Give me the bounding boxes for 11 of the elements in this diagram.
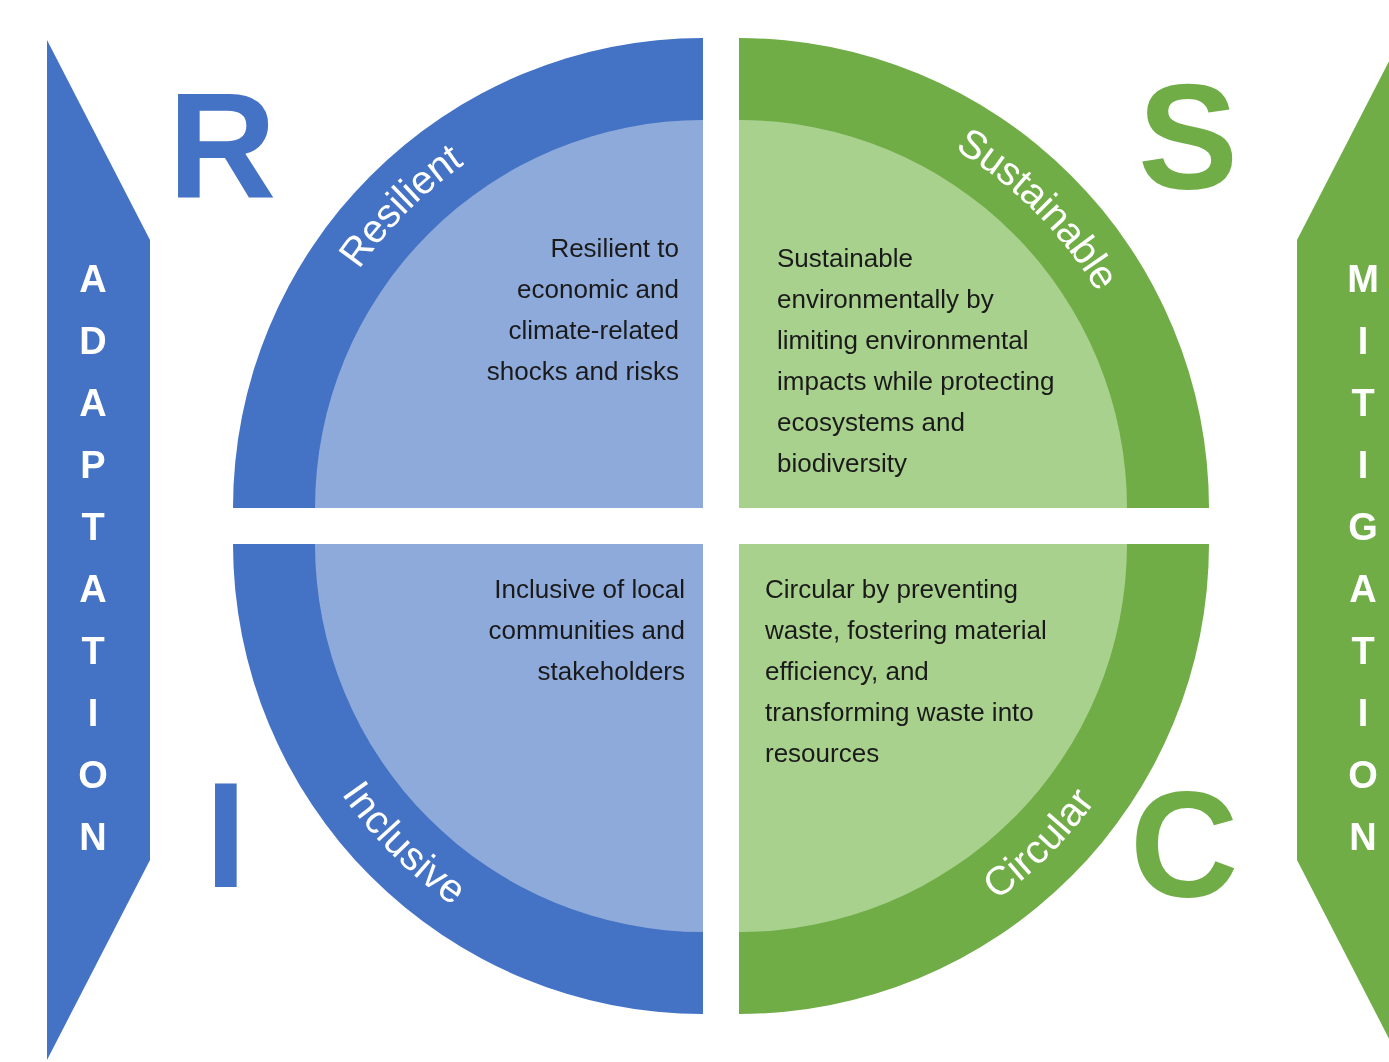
segment-description: Sustainable environmentally by limiting environmental impacts while protecting ecosystems and biodiversity bbox=[777, 243, 1055, 480]
quadrant-letter: R bbox=[168, 70, 277, 220]
quadrant-letter: C bbox=[1130, 770, 1239, 920]
quadrant-letter: S bbox=[1138, 62, 1239, 212]
segment-description: Circular by preventing waste, fostering material efficiency, and transforming waste into resources bbox=[765, 573, 1048, 770]
banner-label: MITIGATION bbox=[1341, 258, 1384, 878]
banner-label: ADAPTATION bbox=[71, 258, 114, 878]
segment-description: Inclusive of local communities and stakeholders bbox=[487, 573, 685, 688]
quadrant-letter: I bbox=[205, 760, 247, 910]
segment-description: Resilient to economic and climate-related shocks and risks bbox=[485, 232, 679, 388]
side-banner bbox=[47, 40, 150, 1060]
